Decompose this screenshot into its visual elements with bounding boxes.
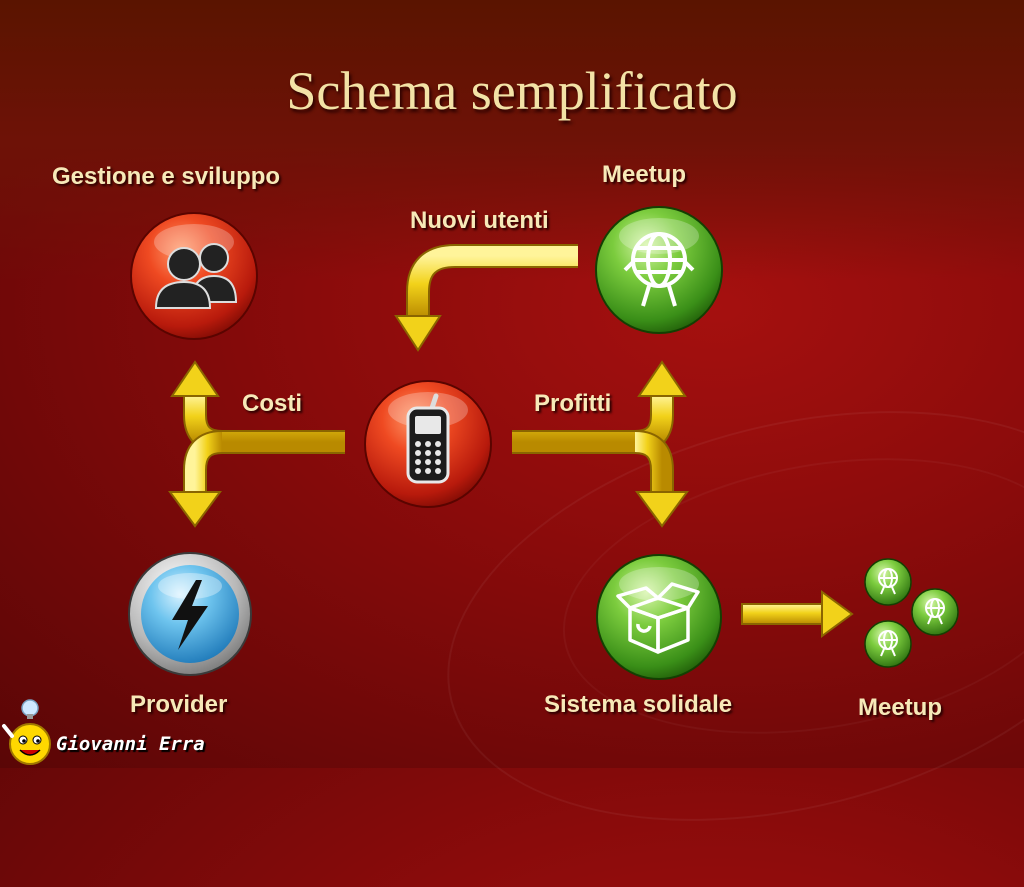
meetup-bottom-label: Meetup	[858, 694, 942, 721]
smiley-icon	[2, 699, 51, 765]
sistema-label: Sistema solidale	[544, 691, 733, 718]
arrow-nuovi-utenti	[394, 244, 578, 352]
globe-figure-icon	[864, 558, 959, 668]
provider-node	[126, 550, 254, 678]
author-name: Giovanni Erra	[56, 733, 205, 755]
flow-arrows	[168, 244, 854, 638]
provider-label: Provider	[130, 691, 228, 718]
gestione-label: Gestione e sviluppo	[52, 163, 281, 190]
costi-label: Costi	[242, 390, 302, 417]
mobile-phone-icon	[364, 380, 492, 508]
profitti-label: Profitti	[534, 390, 612, 417]
smiley-logo	[0, 698, 56, 773]
gestione-node	[128, 210, 260, 342]
arrow-costi	[168, 360, 345, 528]
recycle-box-icon	[596, 554, 722, 680]
nuovi-utenti-label: Nuovi utenti	[410, 207, 549, 234]
meetup-top-label: Meetup	[602, 161, 686, 188]
lightning-icon	[128, 552, 252, 676]
users-icon	[130, 212, 258, 340]
meetup-top-node	[593, 204, 725, 336]
arrow-profitti	[512, 360, 689, 528]
arrow-sistema-meetup	[741, 590, 854, 638]
globe-figure-icon	[595, 206, 723, 334]
slide-title: Schema semplificato	[286, 61, 738, 121]
sistema-node	[594, 552, 724, 682]
meetup-cluster	[860, 556, 964, 672]
phone-node	[362, 378, 494, 510]
